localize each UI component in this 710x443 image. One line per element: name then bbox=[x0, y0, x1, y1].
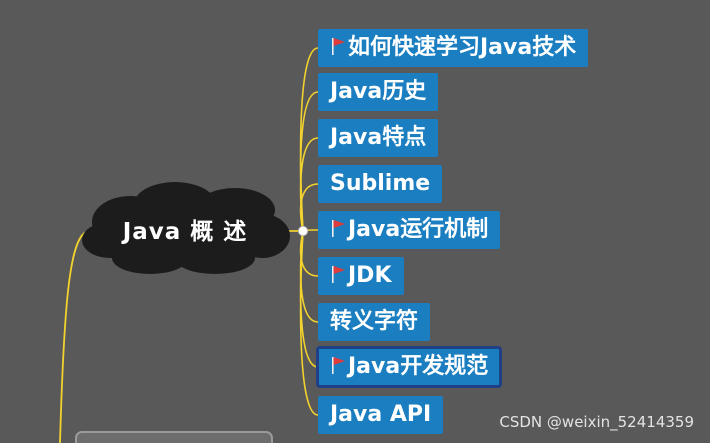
connector-line bbox=[299, 137, 319, 232]
connector-line bbox=[299, 230, 319, 416]
flag-icon bbox=[332, 220, 345, 237]
branch-node[interactable]: Java历史 bbox=[318, 73, 439, 111]
partial-node-bottom bbox=[75, 431, 273, 443]
branch-label: Java开发规范 bbox=[348, 354, 489, 379]
branch-label: Java运行机制 bbox=[348, 217, 489, 242]
branch-node[interactable]: Java运行机制 bbox=[318, 211, 501, 249]
connector-line bbox=[299, 47, 319, 232]
flag-icon bbox=[332, 357, 345, 374]
branch-node[interactable]: JDK bbox=[318, 257, 404, 295]
branch-node[interactable]: Sublime bbox=[318, 165, 443, 203]
branch-node[interactable]: Java API bbox=[318, 396, 444, 434]
connector-lines bbox=[59, 47, 319, 443]
branch-label: 转义字符 bbox=[330, 309, 419, 334]
branch-node[interactable]: 转义字符 bbox=[318, 303, 431, 341]
branch-label: Sublime bbox=[330, 171, 431, 196]
flag-icon bbox=[332, 38, 345, 55]
connector-line bbox=[299, 183, 319, 232]
branch-node[interactable]: Java开发规范 bbox=[315, 346, 503, 388]
connector-line bbox=[59, 231, 87, 443]
branch-node[interactable]: Java特点 bbox=[318, 119, 439, 157]
branch-label: Java历史 bbox=[330, 79, 427, 104]
branch-label: 如何快速学习Java技术 bbox=[348, 35, 577, 60]
flag-icon bbox=[332, 266, 345, 283]
branch-label: Java特点 bbox=[330, 125, 427, 150]
watermark: CSDN @weixin_52414359 bbox=[499, 413, 694, 431]
branch-label: JDK bbox=[348, 263, 392, 288]
collapse-handle[interactable] bbox=[298, 226, 308, 236]
root-node-label: Java 概 述 bbox=[122, 219, 248, 245]
branch-label: Java API bbox=[330, 402, 432, 427]
branch-node[interactable]: 如何快速学习Java技术 bbox=[318, 29, 589, 67]
root-cloud-node[interactable] bbox=[82, 182, 290, 274]
